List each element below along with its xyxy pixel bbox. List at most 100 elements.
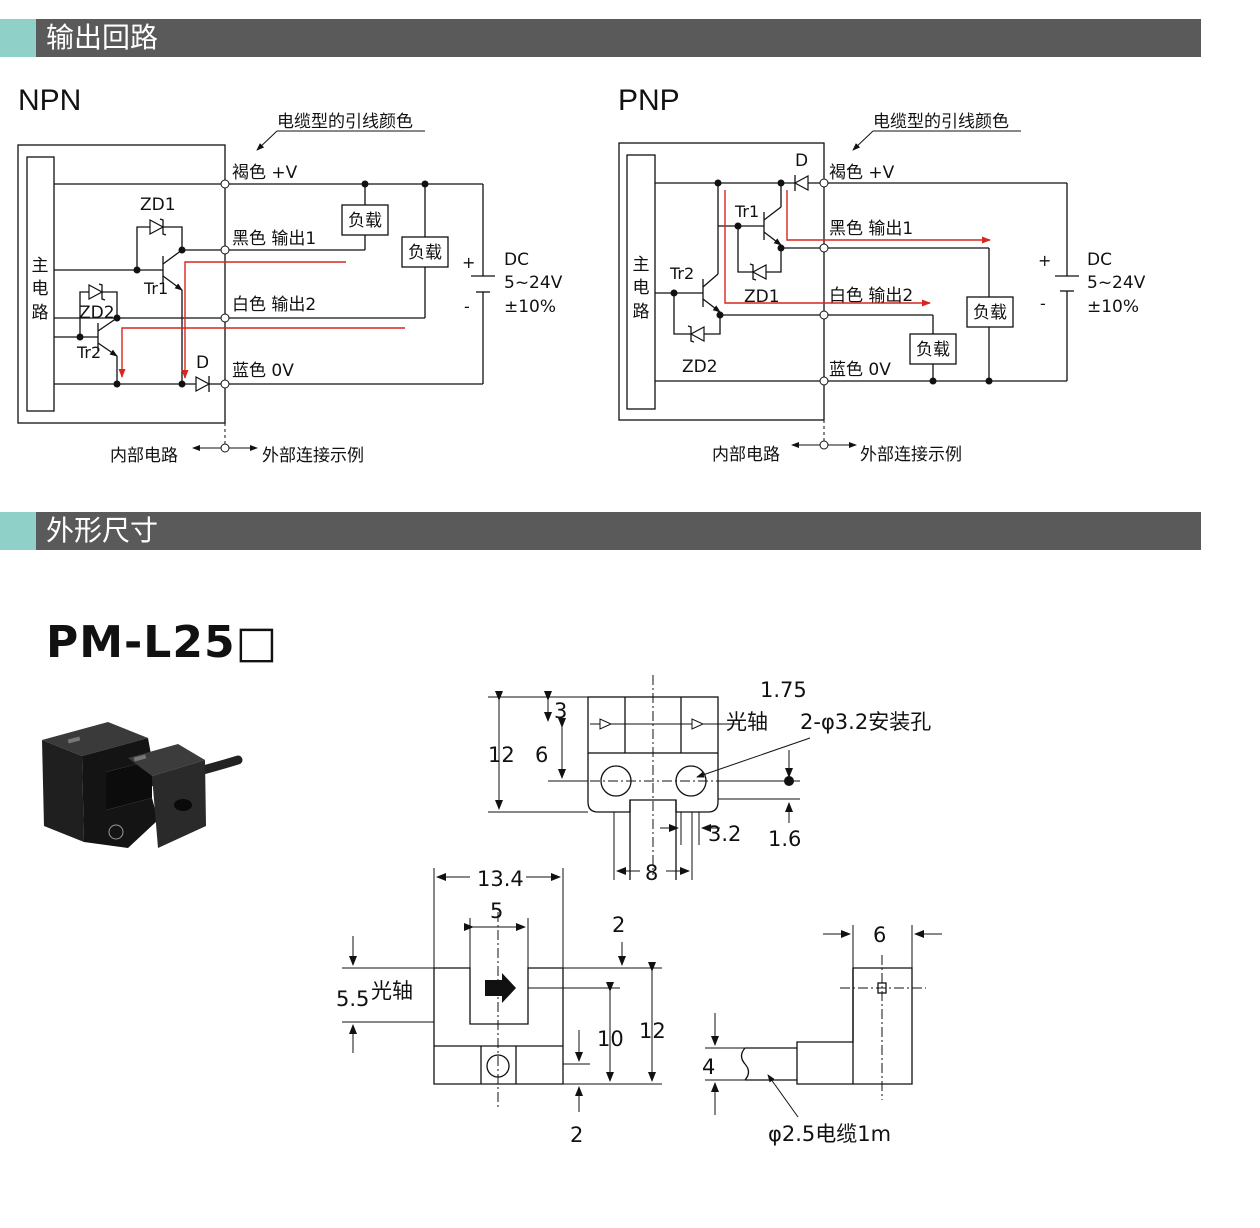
npn-main-label-2: 电 <box>32 279 49 299</box>
pnp-terminal <box>819 310 829 320</box>
section-header-output-circuit: 输出回路 <box>0 19 1201 57</box>
pnp-junction <box>777 244 785 252</box>
pnp-junction <box>929 377 937 385</box>
npn-zd1-label: ZD1 <box>140 195 176 215</box>
npn-main-circuit-box <box>26 156 55 412</box>
npn-tr2-label: Tr2 <box>76 343 101 362</box>
pnp-load1-box <box>966 296 1014 328</box>
pnp-zd1-diode <box>751 263 767 281</box>
pnp-tr1-collector <box>763 206 782 221</box>
pnp-load2-label: 负载 <box>916 340 950 360</box>
npn-tr2-collector <box>97 317 118 332</box>
npn-internal-box <box>17 144 226 424</box>
pnp-terminal <box>819 178 829 188</box>
npn-tr1-collector <box>162 249 183 265</box>
dim-side-view: 6 4 φ2.5电缆1m <box>702 923 942 1146</box>
pnp-zd2-label: ZD2 <box>682 357 718 377</box>
pnp-voltage-label: 5~24V <box>1087 273 1146 293</box>
npn-boundary-terminal <box>220 443 230 453</box>
product-mount-hole <box>174 799 192 811</box>
pnp-internal-box <box>618 142 825 421</box>
npn-tr2-emitter <box>97 342 118 357</box>
npn-terminal <box>220 245 230 255</box>
npn-blue-label: 蓝色 0V <box>232 361 294 381</box>
section-title: 输出回路 <box>46 21 159 54</box>
top-dim-16: 1.6 <box>768 827 801 851</box>
pnp-blue-label: 蓝色 0V <box>829 360 891 380</box>
npn-terminal <box>220 179 230 189</box>
npn-output1-current-arrow <box>181 261 346 379</box>
pnp-black-label: 黑色 输出1 <box>829 219 913 239</box>
dim-front-view: 13.4 5 12 10 2 2 5.5 光轴 <box>336 867 666 1147</box>
npn-junction <box>178 380 186 388</box>
pnp-diode-d <box>793 174 809 192</box>
side-cable-leader <box>767 1074 799 1118</box>
pnp-main-label-2: 电 <box>633 278 650 298</box>
npn-junction <box>76 333 84 341</box>
pnp-junction <box>985 377 993 385</box>
front-axis-label: 光轴 <box>371 979 413 1003</box>
front-dim-134: 13.4 <box>477 867 524 891</box>
pnp-minus-label: - <box>1040 294 1046 313</box>
pnp-output2-current-arrow <box>724 190 931 307</box>
pnp-junction <box>777 179 785 187</box>
top-dim-8: 8 <box>645 861 658 885</box>
npn-dc-label: DC <box>504 250 529 270</box>
top-view-axis-arrow <box>691 718 705 730</box>
npn-black-label: 黑色 输出1 <box>232 229 316 249</box>
npn-diode-d <box>195 375 211 393</box>
pnp-external-label: 外部连接示例 <box>860 445 962 465</box>
pnp-boundary-terminal <box>819 440 829 450</box>
npn-junction <box>133 266 141 274</box>
top-dim-12: 12 <box>488 743 515 767</box>
product-receiver-window <box>133 754 147 762</box>
npn-junction <box>113 314 121 322</box>
npn-load1-label: 负载 <box>348 211 382 231</box>
product-front <box>82 738 158 848</box>
pnp-zd1-loop <box>737 226 782 273</box>
pnp-diode-label: D <box>795 151 808 171</box>
npn-note-leader <box>256 130 278 151</box>
pnp-junction <box>716 311 724 319</box>
pnp-load1-label: 负载 <box>973 303 1007 323</box>
side-dim-4: 4 <box>702 1055 715 1079</box>
pnp-tr2-collector <box>702 273 719 288</box>
npn-main-label-1: 主 <box>32 256 49 276</box>
side-view-cable-break <box>740 1047 750 1081</box>
pnp-main-label-1: 主 <box>633 255 650 275</box>
npn-terminal <box>220 313 230 323</box>
npn-zd2-label: ZD2 <box>79 303 115 323</box>
npn-plus-label: + <box>462 253 475 272</box>
pnp-internal-label: 内部电路 <box>712 445 780 465</box>
section-accent <box>0 19 36 57</box>
front-dim-55: 5.5 <box>336 987 369 1011</box>
npn-brown-label: 褐色 +V <box>232 163 298 183</box>
product-top-left <box>42 722 148 756</box>
pnp-zd1-cathode <box>749 263 757 281</box>
product-top-right <box>128 744 205 776</box>
npn-tr1-emitter <box>162 275 183 291</box>
pnp-junction <box>670 289 678 297</box>
top-holes-leader <box>696 737 811 778</box>
npn-zd1-loop <box>136 226 183 270</box>
pnp-wire-color-note: 电缆型的引线颜色 <box>873 112 1009 132</box>
pnp-white-label: 白色 输出2 <box>829 286 913 306</box>
product-photo <box>42 722 243 848</box>
side-view-cable-gland <box>796 968 854 1085</box>
pnp-tr2-emitter <box>702 298 721 313</box>
npn-title: NPN <box>18 84 82 117</box>
pnp-note-leader <box>852 130 874 151</box>
side-cable-label: φ2.5电缆1m <box>768 1122 891 1146</box>
top-dim-6: 6 <box>535 743 548 767</box>
pnp-tr1-label: Tr1 <box>734 202 759 221</box>
pnp-circuit: 主 电 路 负载 负载 <box>618 112 1146 465</box>
npn-minus-label: - <box>464 297 470 316</box>
pnp-terminal <box>819 243 829 253</box>
product-slot <box>106 760 152 810</box>
pnp-main-circuit-box <box>626 154 656 410</box>
side-view-body <box>852 967 913 1085</box>
product-side-left <box>42 740 84 842</box>
pnp-junction <box>734 222 742 230</box>
npn-diode-label: D <box>196 353 209 373</box>
